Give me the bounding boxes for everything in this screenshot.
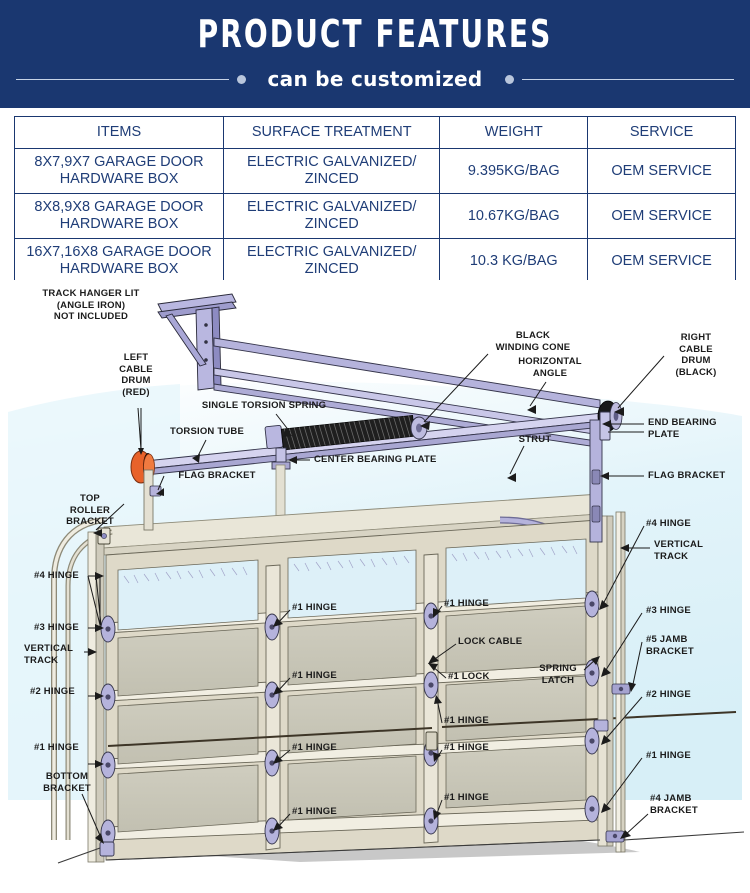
page-title: PRODUCT FEATURES: [197, 12, 553, 56]
subtitle-rule-right: [521, 78, 735, 80]
bottom-bracket: [99, 841, 115, 857]
cell-service: OEM SERVICE: [587, 193, 736, 239]
cell-treatment: ELECTRIC GALVANIZED/ ZINCED: [223, 148, 441, 194]
cell-treatment: ELECTRIC GALVANIZED/ ZINCED: [223, 193, 441, 239]
cell-weight: 10.67KG/BAG: [439, 193, 589, 239]
single-torsion-spring: [264, 414, 428, 451]
lock-cable: [107, 711, 737, 747]
door-raised-panels: [117, 605, 587, 833]
floor-line: [57, 831, 745, 864]
garage-door-hardware-diagram: TRACK HANGER LIT (ANGLE IRON) NOT INCLUD…: [0, 280, 750, 893]
cell-item: 8X8,9X8 GARAGE DOOR HARDWARE BOX: [13, 193, 225, 239]
subtitle-dot-right-icon: [504, 74, 514, 84]
subtitle-dot-left-icon: [236, 74, 246, 84]
table-header-row: ITEMS SURFACE TREATMENT WEIGHT SERVICE: [13, 116, 736, 149]
cell-weight: 10.3 KG/BAG: [439, 238, 589, 284]
column-header-items: ITEMS: [13, 116, 225, 149]
black-winding-cone: [410, 416, 428, 440]
spec-table: ITEMS SURFACE TREATMENT WEIGHT SERVICE 8…: [13, 116, 736, 284]
column-header-service: SERVICE: [587, 116, 736, 149]
flag-bracket-right: [589, 419, 603, 543]
page-subtitle: can be customized: [267, 67, 483, 91]
jamb-bracket-5: [611, 683, 631, 695]
spring-latch: [593, 719, 609, 732]
leader-arrows-interior: [273, 605, 600, 831]
lock-1: [425, 731, 438, 751]
cell-weight: 9.395KG/BAG: [439, 148, 589, 194]
cell-treatment: ELECTRIC GALVANIZED/ ZINCED: [223, 238, 441, 284]
subtitle-row: can be customized: [0, 64, 750, 94]
subtitle-rule-left: [16, 78, 229, 80]
cell-item: 16X7,16X8 GARAGE DOOR HARDWARE BOX: [13, 238, 225, 284]
column-header-surface-treatment: SURFACE TREATMENT: [223, 116, 441, 149]
jamb-bracket-4: [605, 830, 625, 843]
cell-item: 8X7,9X7 GARAGE DOOR HARDWARE BOX: [13, 148, 225, 194]
table-row: 8X7,9X7 GARAGE DOOR HARDWARE BOX ELECTRI…: [13, 148, 736, 194]
table-row: 8X8,9X8 GARAGE DOOR HARDWARE BOX ELECTRI…: [13, 193, 736, 239]
hinge-set-left: [100, 615, 116, 847]
vertical-track-right: [597, 511, 626, 853]
leader-arrows-left: [81, 572, 104, 844]
leader-arrows-right: [599, 525, 650, 839]
spec-table-wrapper: ITEMS SURFACE TREATMENT WEIGHT SERVICE 8…: [13, 116, 736, 284]
cell-service: OEM SERVICE: [587, 238, 736, 284]
table-row: 16X7,16X8 GARAGE DOOR HARDWARE BOX ELECT…: [13, 238, 736, 284]
cell-service: OEM SERVICE: [587, 148, 736, 194]
diagram-artwork: [8, 293, 745, 864]
door-window-row: [117, 538, 587, 631]
page-header-banner: PRODUCT FEATURES can be customized: [0, 0, 750, 108]
column-header-weight: WEIGHT: [439, 116, 589, 149]
